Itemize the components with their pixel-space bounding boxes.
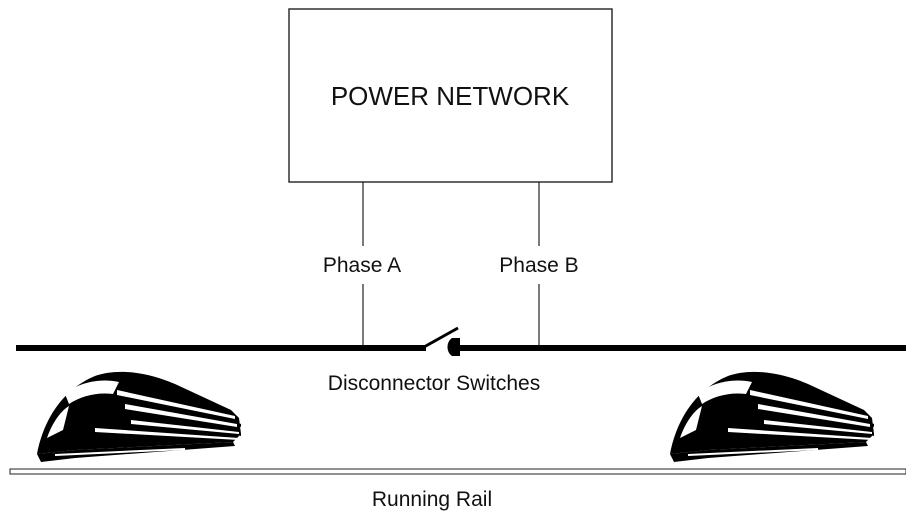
phase-a-label: Phase A [323,254,401,277]
phase-b-label: Phase B [499,254,578,277]
train-icon [670,371,874,462]
running-rail [9,468,906,475]
train-icon [37,371,241,462]
power-network-label: POWER NETWORK [331,81,570,111]
running-rail-label: Running Rail [372,488,492,511]
disconnector-switches-label: Disconnector Switches [328,372,540,395]
disconnector-switch-icon [423,326,460,356]
power-network-box [288,8,613,183]
